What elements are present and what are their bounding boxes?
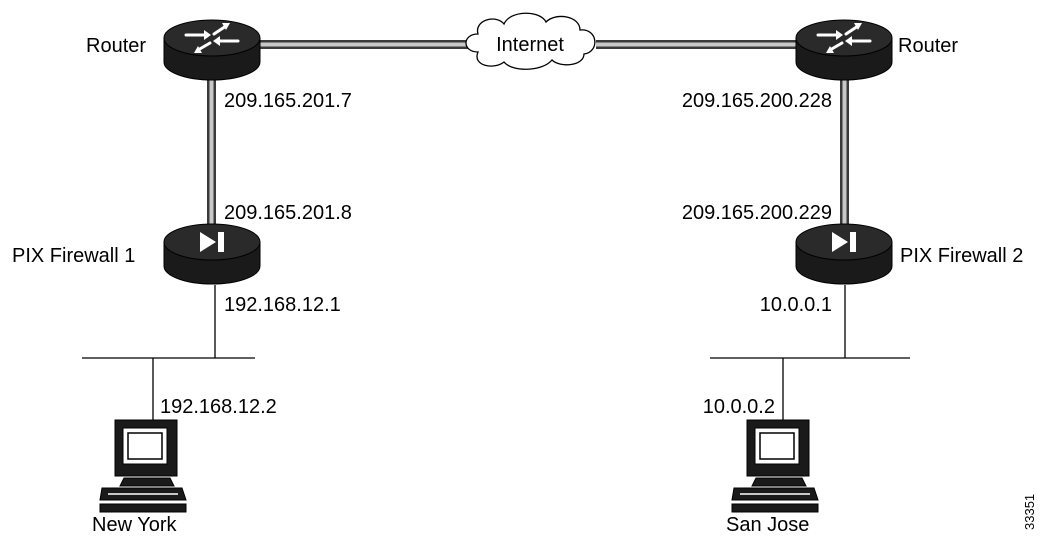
sj-router-label: Router: [898, 35, 958, 57]
workstation-icon: [99, 419, 187, 513]
sj-firewall-label: PIX Firewall 2: [900, 245, 1023, 267]
ny-firewall-outside-ip: 209.165.201.8: [224, 202, 352, 224]
figure-id: 33351: [1022, 494, 1037, 530]
router-icon: [162, 18, 262, 82]
workstation-icon: [731, 419, 819, 513]
sj-firewall-outside-ip: 209.165.200.229: [682, 202, 832, 224]
sj-host-label: San Jose: [726, 514, 809, 536]
wan-link-left: [258, 40, 473, 49]
wan-link-right: [596, 40, 798, 49]
cloud-icon: [465, 12, 596, 70]
internet-label: Internet: [496, 34, 564, 56]
ny-host-ip: 192.168.12.2: [160, 396, 277, 418]
firewall-icon: [795, 223, 893, 285]
ny-router-label: Router: [86, 35, 146, 57]
ny-host-label: New York: [92, 514, 177, 536]
lan-san-jose: [710, 285, 910, 420]
sj-host-ip: 10.0.0.2: [703, 396, 775, 418]
firewall-icon: [163, 223, 261, 285]
trunk-sj-router-firewall: [840, 80, 849, 230]
trunk-ny-router-firewall: [207, 80, 216, 230]
lan-new-york: [82, 285, 255, 420]
ny-router-ip: 209.165.201.7: [224, 90, 352, 112]
ny-firewall-inside-ip: 192.168.12.1: [224, 294, 341, 316]
router-icon: [794, 18, 894, 82]
sj-router-ip: 209.165.200.228: [682, 90, 832, 112]
internet-cloud: Internet: [465, 12, 596, 70]
ny-firewall-label: PIX Firewall 1: [12, 245, 135, 267]
sj-firewall-inside-ip: 10.0.0.1: [760, 294, 832, 316]
